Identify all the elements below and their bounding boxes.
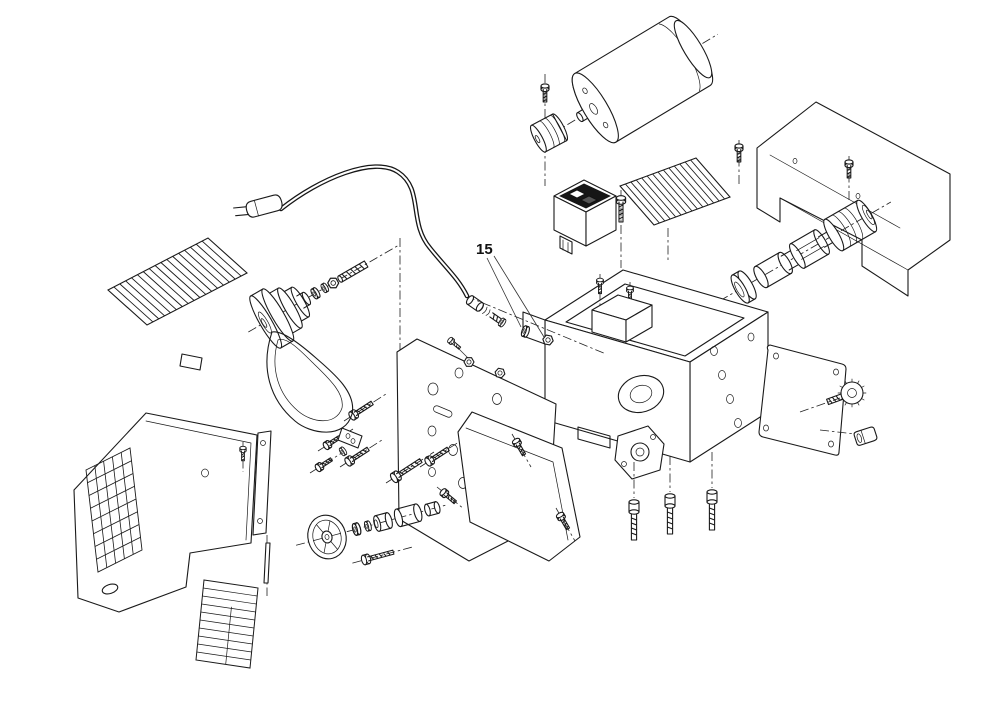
- lock-knob: [799, 378, 867, 413]
- guard-plate: [436, 411, 581, 562]
- vent-grid: [86, 448, 142, 572]
- top-cover: [756, 101, 951, 297]
- cable-connector: [465, 295, 508, 329]
- acrylic-guard: [758, 344, 847, 456]
- cable-centerline: [465, 295, 607, 355]
- power-cable: [278, 164, 470, 299]
- body-holes: [710, 332, 755, 428]
- part-callout-15: 15: [476, 241, 493, 258]
- machine-body: [522, 269, 769, 463]
- ribbed-plate-top: [620, 158, 730, 262]
- motor-mount: [591, 274, 653, 343]
- stand-cover: [74, 413, 258, 612]
- power-plug: [233, 194, 283, 218]
- motor-bracket: [614, 425, 665, 480]
- cover-screws: [734, 140, 854, 202]
- pulley-screw: [352, 546, 413, 566]
- switch-button-off: [568, 189, 586, 199]
- spindle-bore: [617, 374, 665, 414]
- cone-pulley-assembly: [248, 244, 401, 349]
- socket-bolts: [628, 452, 718, 541]
- motor: [552, 15, 719, 144]
- switch-button-on: [580, 195, 598, 205]
- cap-nut: [819, 426, 878, 446]
- lower-pulley-assembly: [295, 501, 448, 560]
- ribbed-plate-left: [108, 238, 247, 325]
- switch-mount-bolt: [615, 190, 627, 268]
- small-plate: [179, 353, 203, 371]
- v-belt: [266, 331, 354, 433]
- screw-cluster: [309, 393, 463, 485]
- plate-nuts: [446, 336, 507, 379]
- spindle-assembly: [674, 199, 892, 328]
- motor-capacitor: [529, 113, 569, 153]
- power-switch: [553, 179, 617, 255]
- spec-label: [196, 580, 258, 668]
- callout-15-leaders: [486, 255, 545, 338]
- hinge-strip: [239, 430, 272, 596]
